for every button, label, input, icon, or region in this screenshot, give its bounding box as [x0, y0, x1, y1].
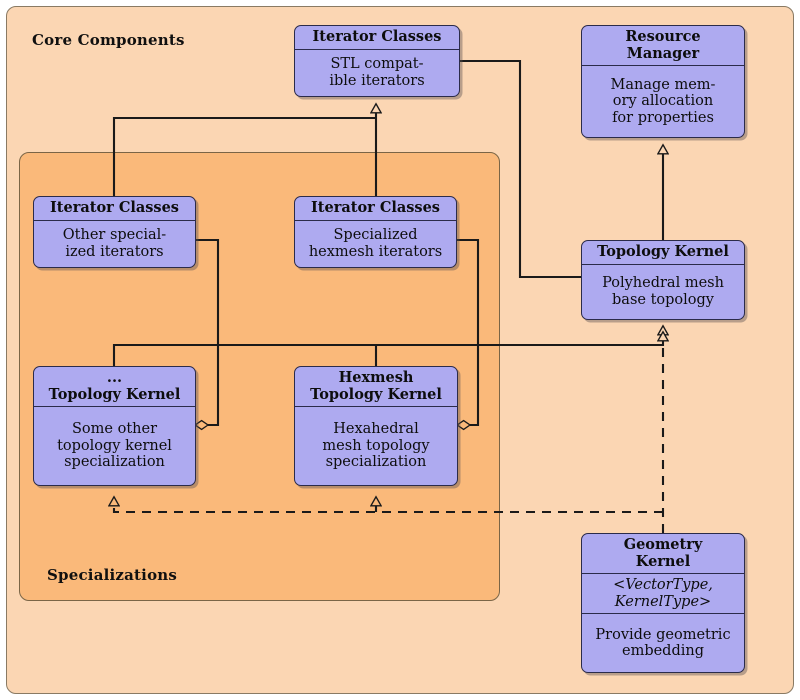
- specializations-label: Specializations: [47, 566, 178, 584]
- class-box-stl-iterators[interactable]: Iterator Classes STL compat-ible iterato…: [294, 25, 460, 97]
- class-title-other-iterators: Iterator Classes: [50, 199, 179, 216]
- class-body-other-iterators: Other special-ized iterators: [34, 219, 195, 267]
- class-box-other-iterators[interactable]: Iterator Classes Other special-ized iter…: [33, 196, 196, 268]
- class-body-stl-iterators: STL compat-ible iterators: [295, 48, 459, 96]
- class-template-geometry-kernel: <VectorType,KernelType>: [582, 573, 744, 613]
- class-title-other-topology-kernel: ...Topology Kernel: [48, 369, 181, 403]
- class-title-stl-iterators: Iterator Classes: [312, 28, 442, 45]
- class-title-hexmesh-iterators: Iterator Classes: [311, 199, 440, 216]
- core-components-label: Core Components: [32, 31, 185, 49]
- class-title-topology-kernel: Topology Kernel: [597, 243, 729, 260]
